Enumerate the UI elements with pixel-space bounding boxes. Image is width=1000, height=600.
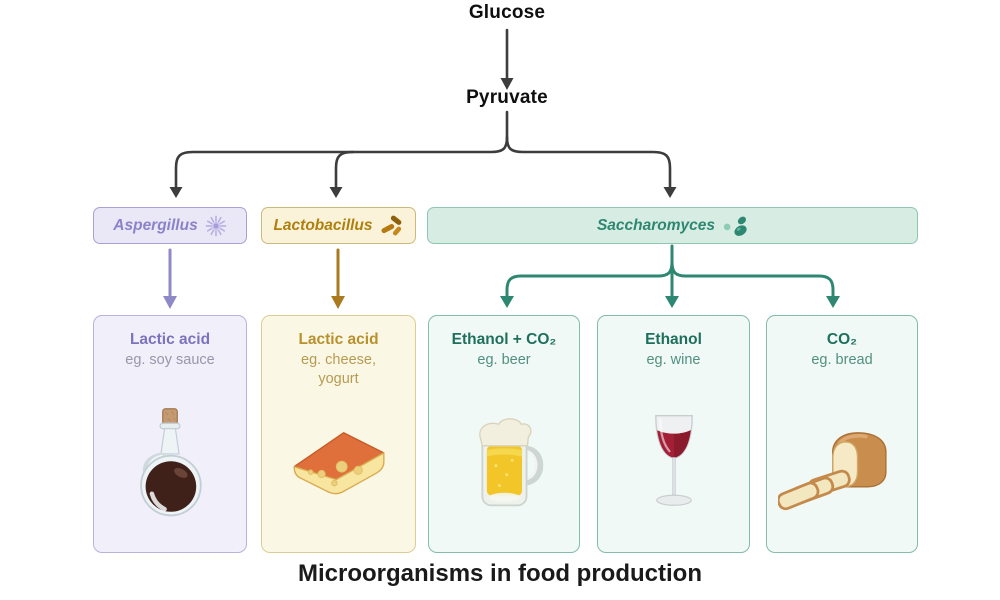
product-title: CO₂ <box>826 331 858 348</box>
product-title: Lactic acid <box>129 331 211 348</box>
lactobacillus-rods-icon <box>380 215 404 237</box>
organism-label: Saccharomyces <box>596 216 716 234</box>
product-example: eg. bread <box>811 352 873 369</box>
aspergillus-conidia-icon <box>205 215 227 237</box>
wine-glass-icon <box>598 388 749 538</box>
product-example: eg. cheese, yogurt <box>301 352 376 387</box>
bread-loaf-icon <box>767 388 917 538</box>
saccharomyces-branch-lines <box>505 244 835 299</box>
product-example: eg. wine <box>646 352 701 369</box>
product-box-co2-bread: CO₂ eg. bread <box>766 315 918 553</box>
organism-label: Lactobacillus <box>273 216 373 234</box>
diagram-caption: Microorganisms in food production <box>298 560 702 587</box>
arrowhead <box>169 187 183 198</box>
organism-box-lactobacillus: Lactobacillus <box>261 207 416 244</box>
product-title: Ethanol <box>645 331 702 348</box>
pyruvate-label: Pyruvate <box>466 87 548 108</box>
organism-box-aspergillus: Aspergillus <box>93 207 247 244</box>
yeast-cells-icon <box>722 214 748 238</box>
product-box-lactic-acid-cheese: Lactic acid eg. cheese, yogurt <box>261 315 416 553</box>
soy-sauce-bottle-icon <box>94 388 246 538</box>
product-title: Ethanol + CO₂ <box>451 331 557 348</box>
product-box-lactic-acid-soy: Lactic acid eg. soy sauce <box>93 315 247 553</box>
product-example: eg. beer <box>477 352 531 369</box>
arrowhead <box>663 187 677 198</box>
beer-mug-icon <box>429 388 579 538</box>
arrowhead <box>329 187 343 198</box>
arrowhead <box>826 296 840 308</box>
glucose-label: Glucose <box>468 2 546 23</box>
arrowhead <box>331 296 345 309</box>
arrowhead <box>665 296 679 308</box>
organism-label: Aspergillus <box>113 216 198 234</box>
product-box-ethanol-co2-beer: Ethanol + CO₂ eg. beer <box>428 315 580 553</box>
product-title: Lactic acid <box>298 331 379 348</box>
product-example: eg. soy sauce <box>125 352 215 369</box>
arrowhead <box>500 296 514 308</box>
arrowhead <box>163 296 177 309</box>
organism-box-saccharomyces: Saccharomyces <box>427 207 918 244</box>
pyruvate-branch-lines <box>174 110 672 189</box>
product-box-ethanol-wine: Ethanol eg. wine <box>597 315 750 553</box>
cheese-wedge-icon <box>262 388 415 538</box>
